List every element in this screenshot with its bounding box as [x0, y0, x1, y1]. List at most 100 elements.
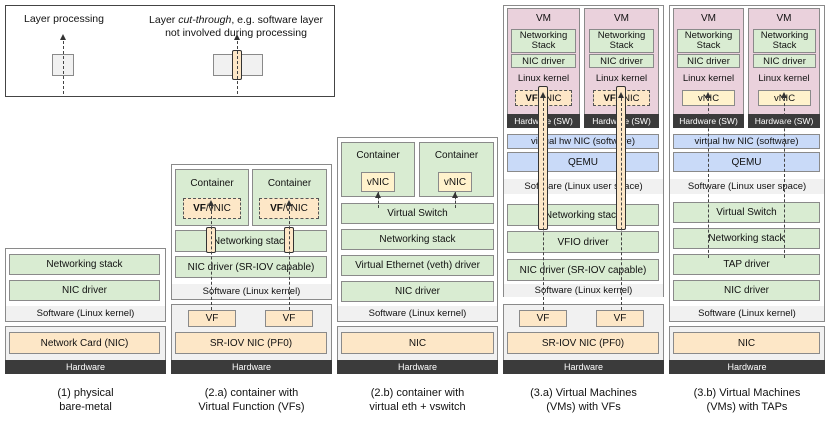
legend-cut-through-prefix: Layer — [149, 14, 179, 26]
col2a-sriov-nic: SR-IOV NIC (PF0) — [175, 332, 327, 354]
col3a-vm-1-nic-driver: NIC driver — [511, 54, 576, 68]
col3b-vm-1-networking-stack: Networking Stack — [677, 29, 740, 53]
col1-sw-kernel-label: Software (Linux kernel) — [6, 306, 165, 321]
col2b-path-2 — [455, 192, 456, 208]
col3a-vm-2-linux-kernel: Linux kernel — [595, 72, 648, 84]
col3a-qemu: QEMU — [507, 152, 659, 172]
legend-box: Layer processing Layer cut-through, e.g.… — [5, 5, 335, 97]
legend-cut-through-line2: not involved during processing — [165, 27, 307, 39]
col2a-sw-kernel-label: Software (Linux kernel) — [172, 284, 331, 299]
col3b-nic: NIC — [673, 332, 820, 354]
col3a-vm-2-networking-stack: Networking Stack — [589, 29, 654, 53]
col2a-hardware-bar: Hardware — [171, 360, 332, 374]
legend-cut-through-suffix: , e.g. software layer — [231, 14, 323, 26]
legend-cut-through-arrow — [237, 36, 238, 94]
col3b-path-1-arrowhead — [705, 92, 711, 98]
col3b-virtual-hw-nic: virtual hw NIC (software) — [673, 134, 820, 149]
legend-processing-arrowhead — [60, 34, 66, 40]
col1-nic-card: Network Card (NIC) — [9, 332, 160, 354]
col2b-vnic-1: vNIC — [361, 172, 395, 192]
col3b-vm-2-linux-kernel: Linux kernel — [758, 72, 810, 84]
col3a-vm-1-networking-stack: Networking Stack — [511, 29, 576, 53]
col3b-vm-1-nic-driver: NIC driver — [677, 54, 740, 68]
col2b-path-2-arrowhead — [452, 192, 458, 198]
col2a-caption-line1: (2.a) container with — [204, 387, 299, 399]
col3b-caption-line2: (VMs) with TAPs — [706, 401, 788, 413]
col3b-tap-driver: TAP driver — [673, 254, 820, 275]
col3b-virtual-switch: Virtual Switch — [673, 202, 820, 223]
col2a-path-2-arrowhead — [286, 200, 292, 206]
col3a-vm-2-nic-driver: NIC driver — [589, 54, 654, 68]
col3a-caption: (3.a) Virtual Machines (VMs) with VFs — [503, 386, 664, 414]
col2a-container-1-label: Container — [190, 178, 234, 189]
col2a-vf-vnic-1: VF/vNIC — [183, 198, 241, 219]
col2a-networking-stack: Networking stack — [175, 230, 327, 252]
col3a-caption-line2: (VMs) with VFs — [546, 401, 621, 413]
col3a-path-2-arrowhead — [618, 92, 624, 98]
col2b-path-1 — [378, 192, 379, 208]
col2a-vf-vnic-1-rest: /vNIC — [205, 203, 231, 214]
col3b-hardware-bar: Hardware — [669, 360, 825, 374]
col3a-vm-1-linux-kernel: Linux kernel — [517, 72, 570, 84]
col3b-vm-2-networking-stack: Networking Stack — [753, 29, 816, 53]
col3a-sw-kernel-label: Software (Linux kernel) — [504, 284, 663, 297]
col3a-vfio-driver: VFIO driver — [507, 231, 659, 253]
col3b-vm-1-linux-kernel: Linux kernel — [682, 72, 735, 84]
col2a-vf-vnic-2-rest: /vNIC — [282, 203, 308, 214]
col3a-vm-2-networking-stack-text: Networking Stack — [597, 30, 646, 51]
col2a-caption-line2: Virtual Function (VFs) — [198, 401, 305, 413]
col1-caption-line2: bare-metal — [59, 401, 112, 413]
col2b-nic: NIC — [341, 332, 494, 354]
col2b-nic-driver: NIC driver — [341, 281, 494, 302]
col2a-vf-vnic-1-bold: VF — [193, 203, 206, 214]
col3b-vm-2-nic-driver: NIC driver — [753, 54, 816, 68]
col2a-nic-driver-sriov: NIC driver (SR-IOV capable) — [175, 256, 327, 278]
col3a-nic-driver-sriov: NIC driver (SR-IOV capable) — [507, 259, 659, 281]
col3a-path-1 — [543, 98, 544, 310]
col3a-vf-2: VF — [596, 310, 644, 327]
col1-nic-driver: NIC driver — [9, 280, 160, 301]
col2b-hardware-bar: Hardware — [337, 360, 498, 374]
col3b-vm-2-label: VM — [776, 13, 792, 24]
col3a-vm-2-vf-rest: /vNIC — [615, 92, 640, 104]
col3a-path-1-arrowhead — [540, 92, 546, 98]
col3b-path-2-arrowhead — [781, 92, 787, 98]
col3b-caption-line1: (3.b) Virtual Machines — [693, 387, 801, 399]
col3a-hardware-bar: Hardware — [503, 360, 664, 374]
col3b-sw-user-label: Software (Linux user space) — [670, 179, 824, 194]
legend-cut-through-label: Layer cut-through, e.g. software layer n… — [141, 14, 331, 40]
col3a-caption-line1: (3.a) Virtual Machines — [530, 387, 637, 399]
col3b-path-2 — [784, 98, 785, 258]
col3a-vm-1-networking-stack-text: Networking Stack — [519, 30, 568, 51]
col3b-vm-2 — [748, 8, 820, 128]
col2a-path-1-arrowhead — [208, 200, 214, 206]
legend-cut-through-em: cut-through — [178, 14, 232, 26]
col3a-sw-user-label: Software (Linux user space) — [504, 179, 663, 194]
col3b-vm-1-label: VM — [701, 13, 716, 24]
col1-networking-stack: Networking stack — [9, 254, 160, 275]
col2b-caption-line2: virtual eth + vswitch — [369, 401, 466, 413]
col2b-virtual-switch: Virtual Switch — [341, 203, 494, 224]
col3b-networking-stack: Networking stack — [673, 228, 820, 249]
col3a-vm-2-vf-bold: VF — [603, 92, 616, 104]
col3a-vm-2-label: VM — [614, 13, 629, 24]
col1-caption: (1) physical bare-metal — [5, 386, 166, 414]
col3a-vm-1-vf-bold: VF — [525, 92, 538, 104]
legend-layer-processing-label: Layer processing — [24, 13, 104, 25]
col3b-vm-1-networking-stack-text: Networking Stack — [684, 30, 733, 51]
col2b-container-2-label: Container — [434, 150, 479, 161]
col2a-container-2-label: Container — [267, 178, 312, 189]
col2b-vnic-2: vNIC — [438, 172, 472, 192]
col2b-sw-kernel-label: Software (Linux kernel) — [338, 306, 497, 321]
col3a-virtual-hw-nic: virtual hw NIC (software) — [507, 134, 659, 149]
col3a-vm-1-label: VM — [536, 13, 551, 24]
legend-processing-arrow — [63, 36, 64, 94]
col2b-caption-line1: (2.b) container with — [370, 387, 465, 399]
legend-cut-through-arrowhead — [234, 34, 240, 40]
col2a-vf-vnic-2-bold: VF — [270, 203, 283, 214]
col3b-sw-kernel-label: Software (Linux kernel) — [670, 306, 824, 321]
col2a-path-1 — [211, 206, 212, 310]
col2b-container-1-label: Container — [356, 150, 400, 161]
col3b-vm-2-networking-stack-text: Networking Stack — [760, 30, 809, 51]
col3a-sriov-nic: SR-IOV NIC (PF0) — [507, 332, 659, 354]
